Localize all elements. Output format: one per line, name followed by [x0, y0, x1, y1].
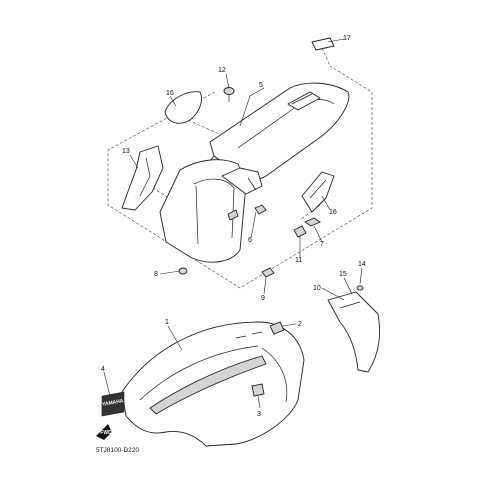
inner-flap — [159, 159, 263, 263]
mud-guard-part-10 — [327, 291, 380, 373]
callout-12: 12 — [218, 67, 226, 74]
callout-17: 17 — [343, 35, 351, 42]
callout-11: 11 — [295, 257, 302, 264]
front-fender-part-1 — [121, 321, 305, 447]
callout-16-right: 16 — [329, 209, 337, 216]
callout-13: 13 — [122, 148, 130, 155]
leader-lines — [103, 38, 363, 409]
callout-3: 3 — [257, 411, 261, 418]
callout-16-left: 16 — [166, 90, 174, 97]
decal-part-17 — [311, 37, 335, 51]
callout-9: 9 — [261, 295, 265, 302]
pad-part-16-right — [301, 171, 335, 213]
fwd-arrow-icon: FWD — [96, 424, 112, 440]
callout-10: 10 — [313, 285, 321, 292]
callout-15: 15 — [339, 271, 347, 278]
callouts: 17 12 5 16 13 16 6 7 11 8 9 10 15 14 1 2… — [101, 35, 366, 418]
callout-7: 7 — [320, 241, 324, 248]
callout-2: 2 — [298, 321, 302, 328]
callout-6: 6 — [248, 237, 252, 244]
decal-text: YAMAHA — [102, 398, 125, 408]
callout-1: 1 — [165, 319, 169, 326]
diagram-code: 5TJ8100-D220 — [96, 447, 139, 454]
callout-5: 5 — [259, 82, 263, 89]
decal-part-4: YAMAHA — [101, 391, 125, 417]
fwd-text: FWD — [100, 430, 112, 436]
callout-14: 14 — [358, 261, 366, 268]
callout-8: 8 — [154, 271, 158, 278]
pad-part-16-left — [164, 91, 202, 124]
side-cover-part-13 — [121, 145, 164, 211]
callout-4: 4 — [101, 366, 105, 373]
